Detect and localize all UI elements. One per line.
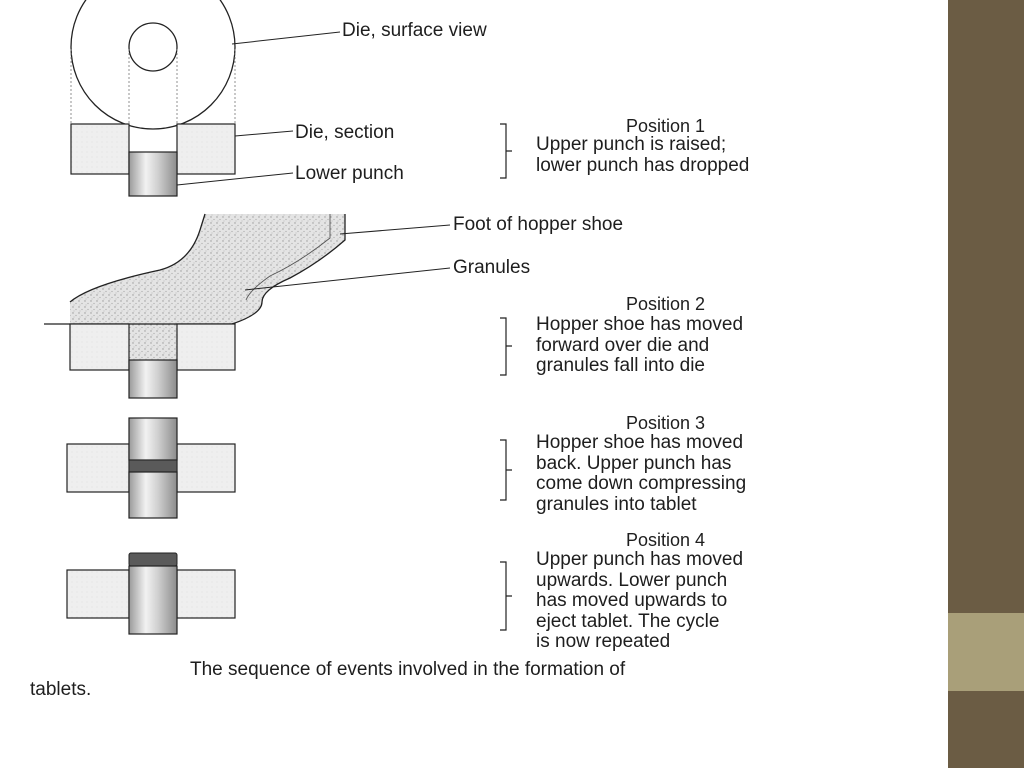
figure-caption-line-2: tablets. [30, 679, 92, 700]
die-block-right [176, 123, 236, 175]
description-line: forward over die and [536, 334, 710, 356]
position-4-title: Position 4 [626, 530, 706, 550]
position-3-description: Hopper shoe has moved back. Upper punch … [536, 432, 747, 515]
position-3-title: Position 3 [626, 413, 706, 433]
leader-line [339, 224, 451, 235]
description-line: Hopper shoe has moved [536, 314, 744, 335]
label-granules: Granules [453, 257, 531, 278]
bracket [500, 123, 512, 179]
position-4-drawing [66, 552, 512, 635]
leader-line [176, 172, 294, 186]
label-die-surface-view: Die, surface view [342, 20, 487, 41]
description-line: come down compressing [536, 473, 747, 494]
position-1-drawing [70, 123, 512, 197]
die-bore [128, 22, 178, 72]
description-line: Upper punch has moved [536, 549, 744, 570]
description-line: lower punch has dropped [536, 154, 750, 176]
description-line: is now repeated [536, 631, 671, 652]
description-line: eject tablet. The cycle [536, 610, 720, 632]
label-die-section: Die, section [295, 122, 395, 143]
description-line: Hopper shoe has moved [536, 432, 744, 453]
description-line: Upper punch is raised; [536, 134, 727, 155]
compressed-tablet [128, 459, 178, 473]
tablet-press-diagram [44, 0, 512, 635]
position-2-title: Position 2 [626, 294, 706, 314]
hopper-shoe-inner-wall [245, 214, 331, 301]
label-lower-punch: Lower punch [295, 163, 404, 184]
label-foot-of-hopper-shoe: Foot of hopper shoe [453, 214, 624, 235]
lower-punch-rod [128, 359, 178, 399]
description-line: granules into tablet [536, 493, 697, 515]
position-1-description: Upper punch is raised; lower punch has d… [536, 134, 750, 176]
description-line: has moved upwards to [536, 590, 728, 611]
die-block-right [176, 569, 236, 619]
die-block-left [66, 443, 130, 493]
description-line: upwards. Lower punch [536, 569, 728, 591]
lower-punch-rod [128, 565, 178, 635]
position-2-description: Hopper shoe has moved forward over die a… [536, 314, 744, 377]
bracket [500, 439, 512, 501]
bracket [500, 317, 512, 376]
figure-caption-line-1: The sequence of events involved in the f… [190, 659, 626, 680]
leader-line [231, 31, 341, 45]
die-block-left [69, 323, 130, 371]
die-block-right [176, 323, 236, 371]
die-block-right [176, 443, 236, 493]
die-block-left [66, 569, 130, 619]
description-line: granules fall into die [536, 355, 705, 376]
description-line: back. Upper punch has [536, 452, 732, 474]
sidebar-accent-band [948, 613, 1024, 691]
position-1-title: Position 1 [626, 116, 706, 136]
die-block-left [70, 123, 130, 175]
bracket [500, 561, 512, 631]
hopper-shoe-wall [69, 213, 206, 303]
lower-punch-rod [128, 151, 178, 197]
position-2-drawing [44, 213, 512, 399]
position-4-description: Upper punch has moved upwards. Lower pun… [536, 549, 744, 653]
lower-punch-rod [128, 471, 178, 519]
ejected-tablet [128, 552, 178, 567]
die-surface-view-drawing [70, 0, 341, 130]
position-3-drawing [66, 417, 512, 519]
leader-line [234, 130, 294, 137]
upper-punch-rod [128, 417, 178, 461]
leader-line [244, 267, 451, 291]
